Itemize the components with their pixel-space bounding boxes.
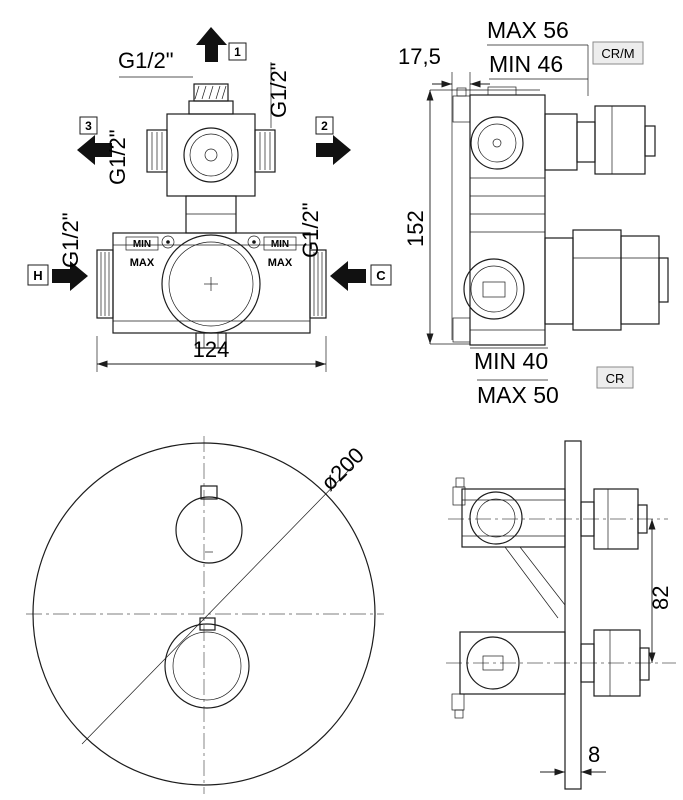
cold-cap-threads (313, 252, 323, 316)
right-stub-threads (259, 132, 271, 170)
dim-min-depth-top: MIN 46 (489, 51, 563, 77)
cold-label: C (376, 268, 386, 283)
thermostatic-body: MIN MAX MIN MAX (96, 232, 327, 349)
g12-label-right-lower: G1/2" (298, 202, 323, 258)
side-lower-handle (544, 229, 669, 331)
connecting-line-1 (504, 546, 559, 619)
hot-cap-threads (100, 252, 110, 316)
hot-inlet-cap (96, 249, 114, 319)
dim-height-152: 152 (403, 89, 540, 345)
max-label-left: MAX (130, 257, 155, 269)
bottom-outlet-stub (195, 332, 227, 349)
trim-upper-body (452, 477, 566, 548)
min-label-right: MIN (271, 239, 289, 250)
max-label-right: MAX (268, 257, 293, 269)
finish-top-label: CR/M (601, 46, 634, 61)
dim-plaster-depth-label: 17,5 (398, 44, 441, 69)
g12-label-left-upper: G1/2" (105, 129, 130, 185)
dim-height-label: 152 (403, 210, 428, 247)
thermostat-knob (175, 485, 243, 564)
dim-width-label: 124 (193, 337, 230, 362)
port-1-label: 1 (234, 45, 241, 59)
port-1-badge (228, 42, 247, 61)
port-3-badge (79, 116, 98, 135)
min-label-left: MIN (133, 239, 151, 250)
top-port-side (487, 86, 517, 96)
screw-right (247, 235, 261, 249)
mount-bracket-top (452, 95, 471, 123)
right-port-stub (254, 129, 276, 173)
side-valve-body (451, 86, 546, 346)
upper-cartridge-side (470, 116, 524, 170)
flow-arrow-out-2: 2 (315, 116, 351, 165)
g12-label-left-lower: G1/2" (58, 212, 83, 268)
diverter-knob (164, 617, 250, 709)
flow-arrow-out-1: 1 (196, 27, 247, 62)
g12-label-top: G1/2" (118, 48, 174, 73)
diameter-leader (81, 466, 353, 745)
top-port (188, 83, 234, 115)
min-right-box (263, 236, 297, 251)
top-port-threads (194, 85, 227, 100)
finish-bottom-label: CR (606, 371, 625, 386)
lower-cartridge-side (463, 258, 525, 320)
dim-handle-distance-82: 82 (648, 519, 673, 663)
round-plate (32, 442, 376, 786)
wall-plate-side (564, 440, 582, 790)
flow-arrow-hot: H (27, 261, 88, 291)
dim-plate-thickness-8: 8 (540, 742, 606, 776)
port-3-label: 3 (85, 119, 92, 133)
dim-width-124: 124 (96, 336, 327, 372)
port-2-badge (315, 116, 334, 135)
connecting-line-2 (519, 546, 566, 606)
dim-min-depth-bottom: MIN 40 (474, 348, 548, 374)
hot-label: H (33, 268, 42, 283)
diverter-body (146, 113, 276, 234)
g12-label-right-upper: G1/2" (266, 62, 291, 118)
dim-max-depth-bottom: MAX 50 (477, 382, 559, 408)
view-side-rough: MAX 56 MIN 46 17,5 CR/M 152 (398, 17, 669, 408)
dim-plaster-depth: 17,5 (398, 44, 490, 102)
neck (185, 195, 237, 234)
flow-arrow-out-3: 3 (77, 116, 112, 165)
left-stub-threads (151, 132, 163, 170)
dim-handle-distance-label: 82 (648, 586, 673, 610)
min-left-box (125, 236, 159, 251)
view-side-trim: 82 8 (446, 440, 676, 790)
screw-left (161, 235, 175, 249)
trim-lower-handle (580, 629, 650, 697)
left-port-stub (146, 129, 168, 173)
flow-arrow-cold: C (330, 261, 392, 291)
side-upper-handle (544, 105, 656, 175)
dim-max-depth-top: MAX 56 (487, 17, 569, 43)
trim-upper-handle (580, 488, 648, 550)
cold-badge (370, 264, 392, 286)
view-front-rough: 1 G1/2" (27, 27, 392, 372)
trim-lower-body (451, 631, 566, 719)
dim-plate-thickness-label: 8 (588, 742, 600, 767)
finish-code-top: CR/M (592, 41, 644, 65)
cold-inlet-cap (309, 249, 327, 319)
hot-badge (27, 264, 49, 286)
dim-plate-diameter: ø200 (316, 442, 369, 495)
finish-code-bottom: CR (596, 366, 634, 389)
port-2-label: 2 (321, 119, 328, 133)
view-front-trim: ø200 (26, 436, 384, 794)
mount-bracket-bottom (452, 317, 471, 343)
